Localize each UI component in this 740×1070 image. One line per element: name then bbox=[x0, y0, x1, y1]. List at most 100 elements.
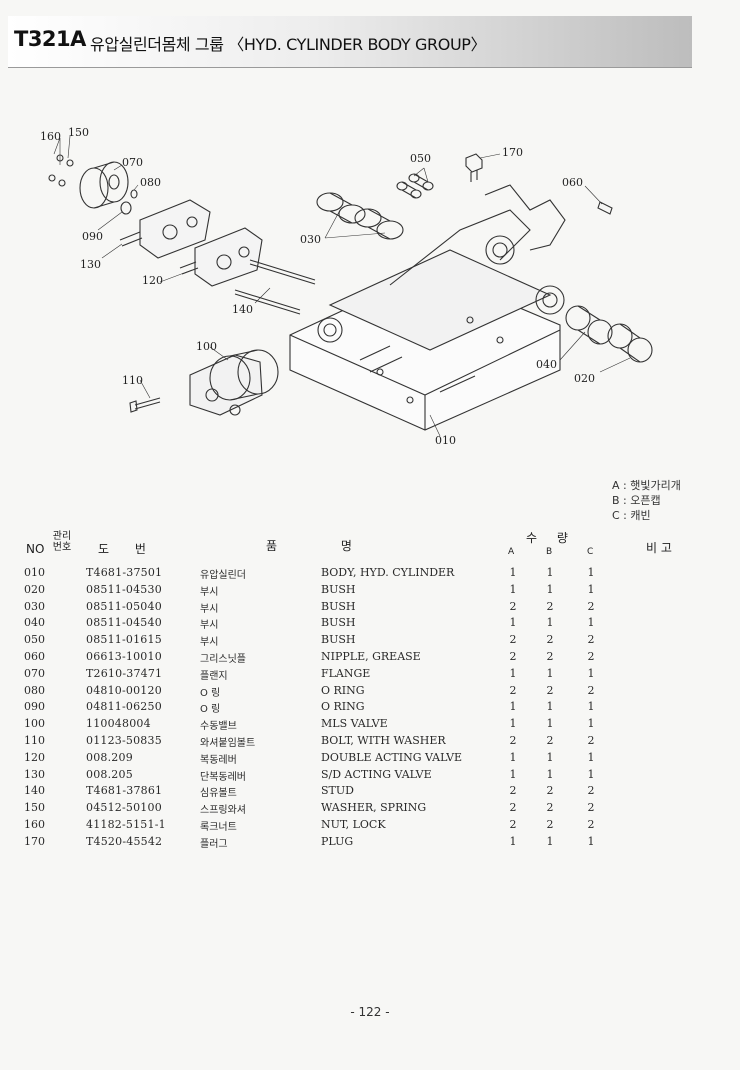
part-name-en: FLANGE bbox=[321, 666, 371, 680]
qty-b: 1 bbox=[546, 616, 554, 630]
qty-c: 1 bbox=[587, 666, 595, 680]
callout-140: 140 bbox=[232, 303, 253, 316]
part-name-kr: 플랜지 bbox=[200, 670, 228, 682]
bush-030-drawing bbox=[316, 192, 404, 240]
valve-130-drawing bbox=[119, 199, 211, 259]
drawing-no: 04811-06250 bbox=[86, 700, 162, 714]
qty-b: 1 bbox=[546, 767, 554, 781]
callout-020: 020 bbox=[574, 372, 595, 385]
qty-a: 2 bbox=[509, 733, 517, 747]
part-no: 030 bbox=[24, 599, 45, 613]
callout-130: 130 bbox=[80, 258, 101, 271]
qty-a: 1 bbox=[509, 750, 517, 764]
part-name-kr: 수동밸브 bbox=[200, 721, 237, 733]
qty-b: 2 bbox=[546, 633, 554, 647]
legend-item-a: A : 햇빛가리개 bbox=[612, 479, 681, 492]
header-qty-a: A bbox=[508, 547, 515, 557]
drawing-no: 04512-50100 bbox=[86, 801, 162, 815]
part-no: 060 bbox=[24, 649, 45, 663]
part-name-kr: 단복동레버 bbox=[200, 771, 246, 783]
section-code: T321A bbox=[14, 27, 86, 51]
bush-040-020-drawing bbox=[565, 305, 653, 363]
drawing-no: 01123-50835 bbox=[86, 733, 162, 747]
drawing-no: 08511-05040 bbox=[86, 599, 162, 613]
valve-120-drawing bbox=[179, 227, 263, 287]
callout-110: 110 bbox=[122, 374, 143, 387]
callout-080: 080 bbox=[140, 176, 161, 189]
legend-item-b: B : 오픈캡 bbox=[612, 494, 661, 507]
part-name-kr: O 링 bbox=[200, 687, 221, 699]
callout-170: 170 bbox=[502, 146, 523, 159]
drawing-no: 08511-04540 bbox=[86, 616, 162, 630]
drawing-no: 008.205 bbox=[86, 767, 133, 781]
legend-item-c: C : 캐빈 bbox=[612, 509, 651, 522]
part-name-kr: O 링 bbox=[200, 704, 221, 716]
header-quantity: 수 량 bbox=[526, 531, 568, 545]
part-name-en: BODY, HYD. CYLINDER bbox=[321, 566, 455, 579]
part-no: 010 bbox=[24, 566, 45, 579]
page-title: 유압실린더몸체 그룹 〈HYD. CYLINDER BODY GROUP〉 bbox=[90, 35, 487, 54]
qty-a: 1 bbox=[509, 700, 517, 714]
qty-a: 2 bbox=[509, 683, 517, 697]
callout-090: 090 bbox=[82, 230, 103, 243]
plug-170-drawing bbox=[465, 153, 483, 182]
part-name-kr: 플러그 bbox=[200, 838, 228, 850]
part-name-en: BUSH bbox=[321, 633, 356, 647]
drawing-no: T2610-37471 bbox=[86, 666, 163, 680]
qty-c: 2 bbox=[587, 784, 595, 798]
drawing-no: 008.209 bbox=[86, 750, 133, 764]
callout-030: 030 bbox=[300, 233, 321, 246]
header-part-name: 품 명 bbox=[266, 539, 352, 553]
header-remarks: 비 고 bbox=[646, 541, 672, 555]
part-name-kr: 록크너트 bbox=[200, 821, 237, 833]
part-name-kr: 유압실린더 bbox=[200, 570, 246, 581]
qty-a: 2 bbox=[509, 817, 517, 831]
qty-b: 2 bbox=[546, 784, 554, 798]
qty-c: 1 bbox=[587, 834, 595, 848]
part-no: 080 bbox=[24, 683, 45, 697]
part-name-en: NIPPLE, GREASE bbox=[321, 649, 421, 663]
qty-b: 2 bbox=[546, 801, 554, 815]
flange-070-drawing bbox=[48, 154, 138, 215]
part-name-kr: 부시 bbox=[200, 603, 219, 615]
part-name-en: S/D ACTING VALVE bbox=[321, 767, 432, 781]
table-body: 010 T4681-37501 유압실린더 BODY, HYD. CYLINDER 1 1… bbox=[0, 565, 740, 851]
callout-150: 150 bbox=[68, 126, 89, 139]
qty-b: 2 bbox=[546, 599, 554, 613]
part-no: 070 bbox=[24, 666, 45, 680]
part-name-en: NUT, LOCK bbox=[321, 817, 386, 831]
part-name-en: STUD bbox=[321, 784, 354, 798]
qty-b: 1 bbox=[546, 700, 554, 714]
drawing-no: T4681-37501 bbox=[86, 566, 163, 579]
bolt-110-drawing bbox=[129, 397, 161, 413]
qty-a: 1 bbox=[509, 717, 517, 731]
part-name-en: BUSH bbox=[321, 616, 356, 630]
part-name-kr: 부시 bbox=[200, 620, 219, 632]
page-number: - 122 - bbox=[350, 1005, 390, 1019]
title-bar bbox=[8, 16, 692, 68]
part-name-kr: 복동레버 bbox=[200, 754, 237, 766]
callout-100: 100 bbox=[196, 340, 217, 353]
part-name-en: BUSH bbox=[321, 582, 356, 596]
part-name-en: BOLT, WITH WASHER bbox=[321, 733, 446, 747]
drawing-no: 04810-00120 bbox=[86, 683, 162, 697]
drawing-no: 41182-5151-1 bbox=[86, 817, 166, 831]
qty-c: 1 bbox=[587, 616, 595, 630]
part-name-en: O RING bbox=[321, 683, 365, 697]
qty-a: 1 bbox=[509, 767, 517, 781]
part-name-en: MLS VALVE bbox=[321, 717, 388, 731]
part-name-kr: 와셔붙임볼트 bbox=[200, 737, 256, 749]
part-no: 090 bbox=[24, 700, 45, 714]
part-name-en: WASHER, SPRING bbox=[321, 801, 427, 815]
parts-illustration: 160 150 070 080 090 130 120 140 100 110 … bbox=[40, 126, 653, 447]
